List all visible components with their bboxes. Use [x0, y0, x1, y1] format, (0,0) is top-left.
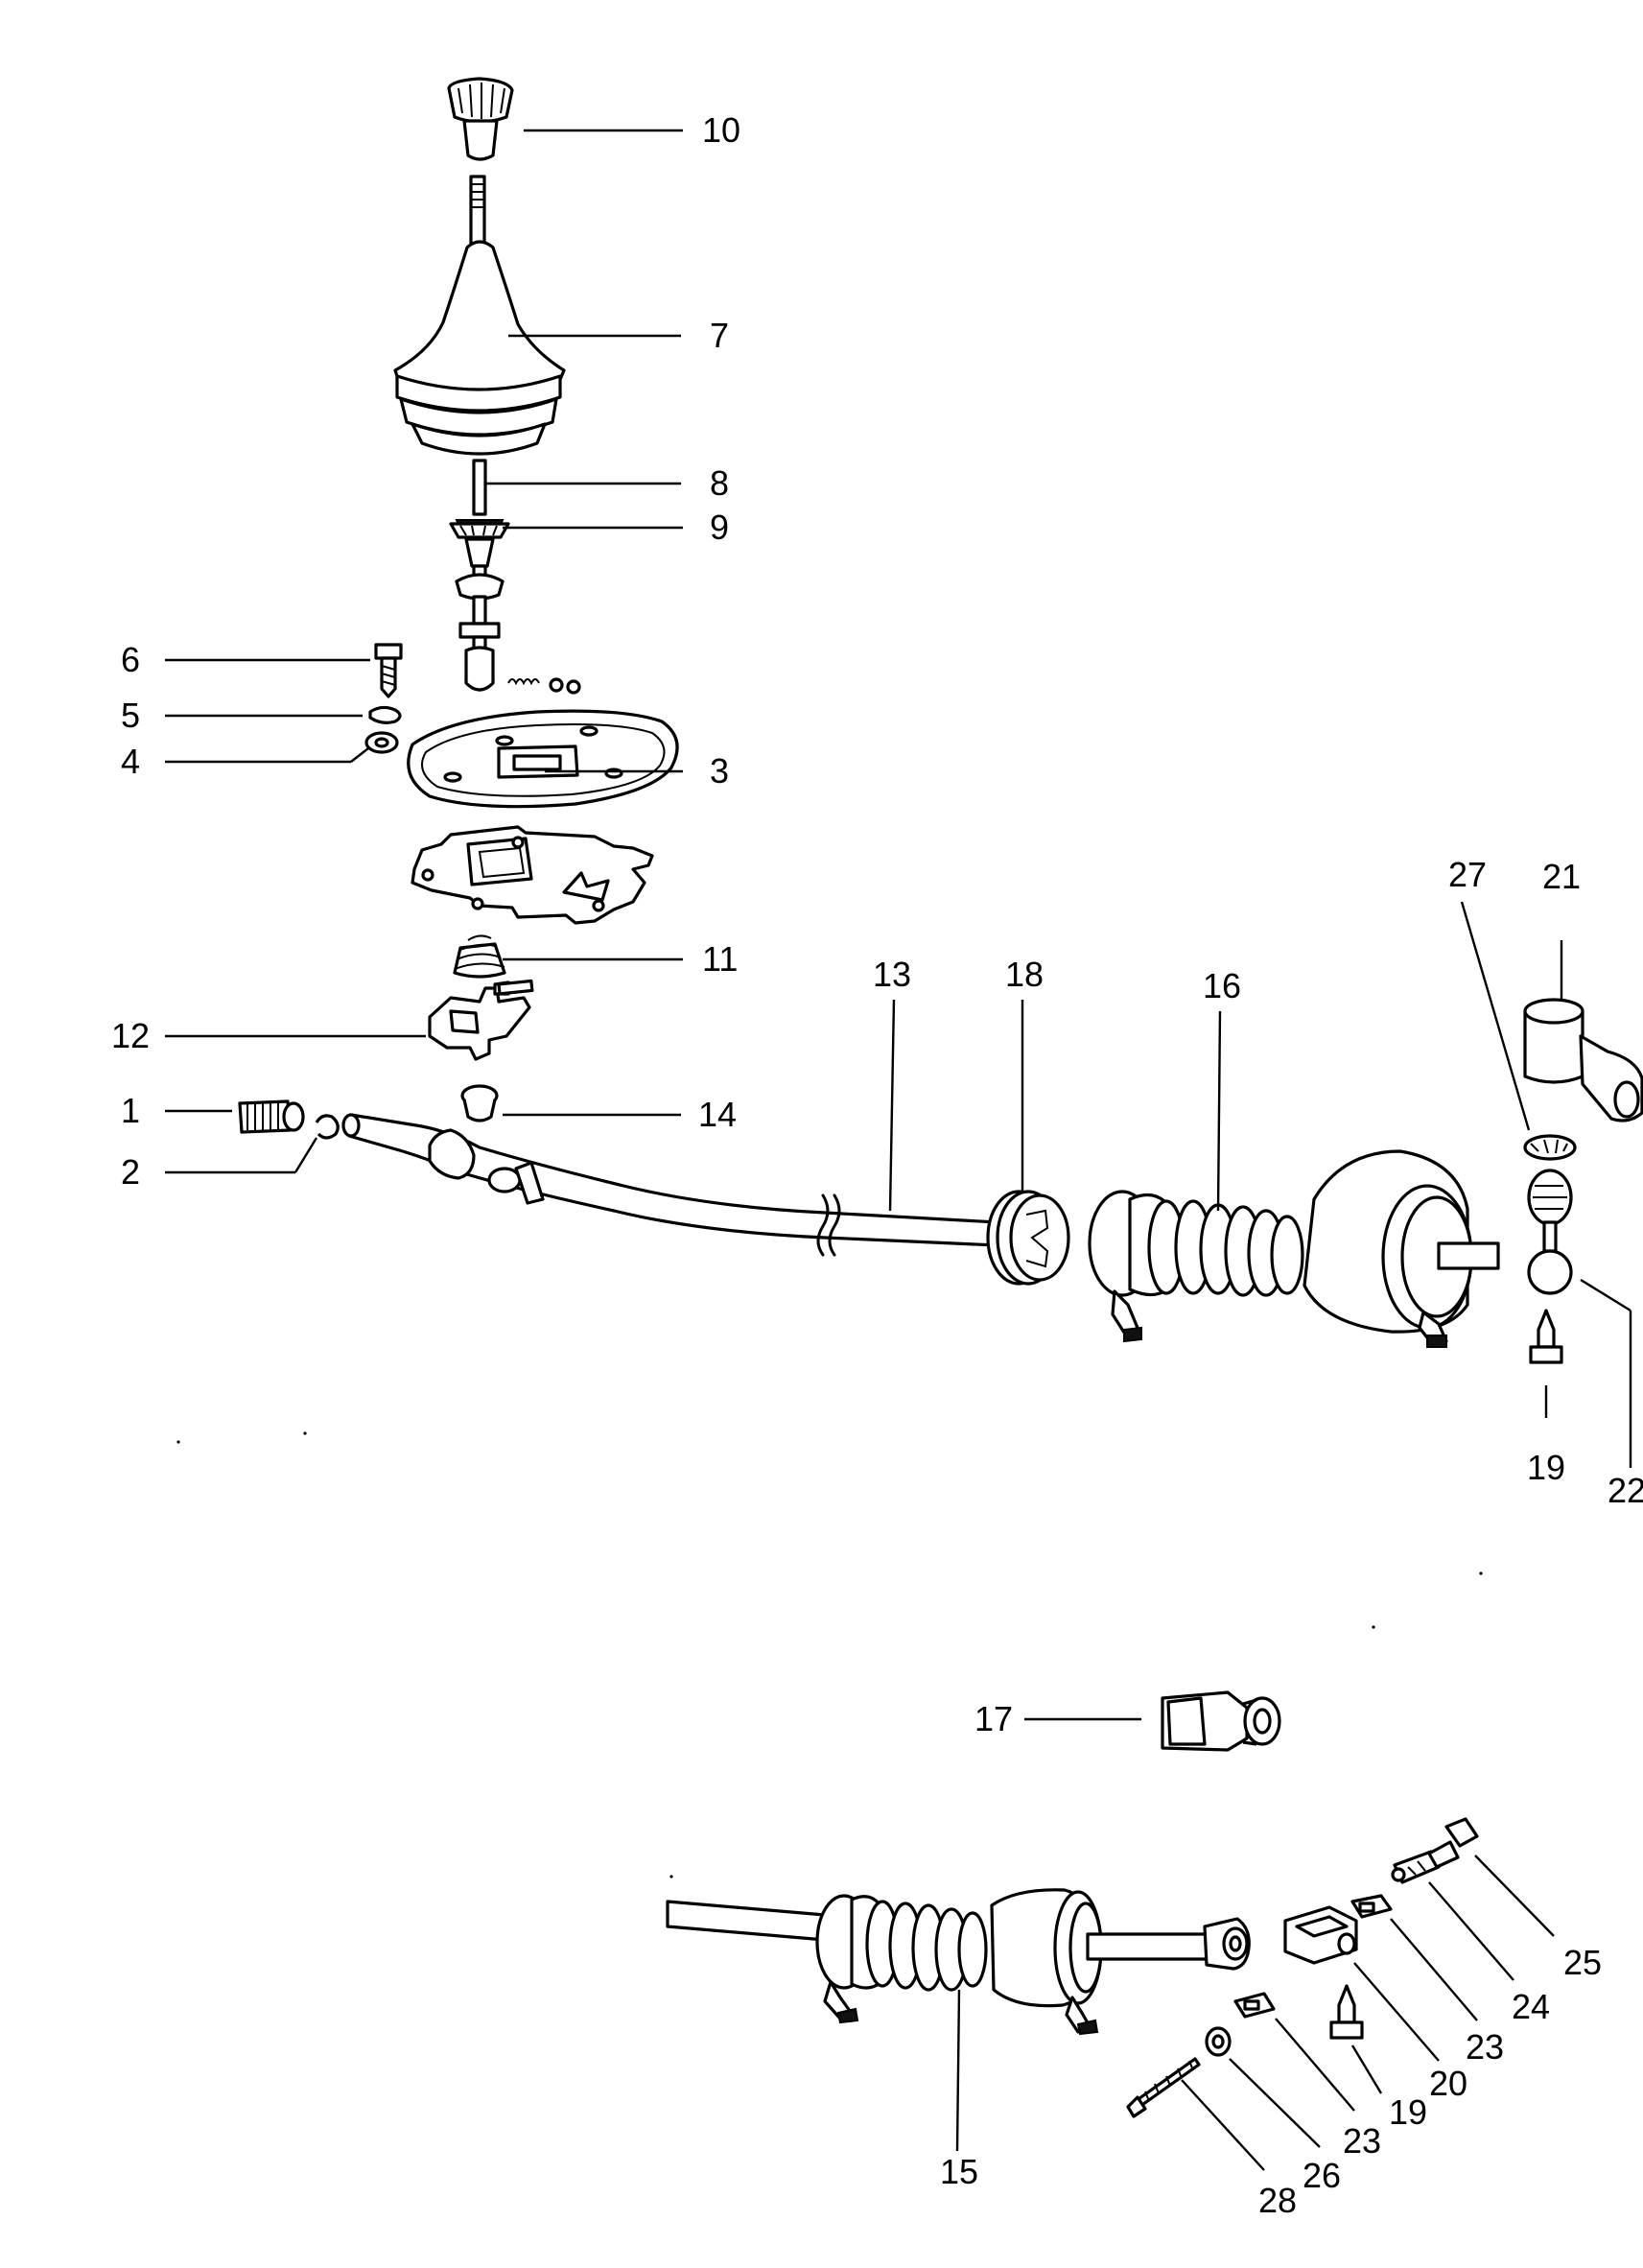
callout-2: 2: [121, 1152, 140, 1192]
part-7-boot: [393, 175, 566, 456]
part-23-pad-upper: [1350, 1894, 1393, 1919]
part-22-ball-joint: [1527, 1169, 1573, 1295]
callout-10: 10: [702, 110, 740, 150]
callout-14: 14: [698, 1095, 737, 1134]
part-17-coupling: [1161, 1690, 1281, 1752]
part-1-spring: [238, 1099, 305, 1134]
part-15-lower-assembly: [666, 1888, 1251, 2036]
callout-7: 7: [710, 316, 729, 355]
part-23-pad-lower: [1233, 1992, 1276, 2019]
callout-5: 5: [121, 696, 140, 735]
callout-27: 27: [1448, 855, 1487, 894]
part-25-bolt: [1427, 1817, 1479, 1869]
callout-16: 16: [1203, 966, 1241, 1005]
callout-18: 18: [1005, 955, 1044, 994]
callout-1: 1: [121, 1091, 140, 1130]
callout-17: 17: [974, 1699, 1013, 1738]
callout-15: 15: [940, 2152, 978, 2191]
callout-21: 21: [1542, 857, 1581, 896]
part-8-9-lever: [449, 459, 581, 695]
part-5-spring-washer: [368, 705, 402, 724]
part-14-bushing: [460, 1084, 499, 1122]
part-19-screw-lower: [1329, 1984, 1364, 2040]
callout-11: 11: [702, 939, 738, 979]
speck: [669, 1875, 673, 1878]
callout-12: 12: [111, 1016, 150, 1055]
part-18-seal-ring: [986, 1190, 1070, 1286]
part-housing-large: [1303, 1149, 1500, 1348]
callout-9: 9: [710, 508, 729, 547]
speck: [176, 1440, 180, 1444]
callout-23-upper: 23: [1466, 2027, 1504, 2067]
part-28-screw: [1126, 2057, 1201, 2118]
part-27-washer: [1523, 1134, 1577, 1161]
callout-8: 8: [710, 463, 729, 503]
callout-25: 25: [1563, 1943, 1602, 1982]
part-20-clamp: [1283, 1905, 1358, 1965]
callout-28: 28: [1258, 2181, 1297, 2220]
callout-labels: 10 7 8 9 6 5 4 3 11 12 1 2 14 13 18 16 2…: [111, 110, 1643, 2220]
callout-23-lower: 23: [1343, 2121, 1381, 2161]
callout-19-lower: 19: [1389, 2092, 1427, 2132]
part-6-bolt: [374, 643, 403, 698]
part-base-plate: [411, 825, 654, 925]
callout-3: 3: [710, 751, 729, 791]
leader-lines: [165, 129, 1632, 2171]
callout-26: 26: [1303, 2156, 1341, 2195]
part-13-shift-rod: [341, 1113, 999, 1257]
part-21-lever-arm: [1523, 998, 1643, 1122]
callout-4: 4: [121, 742, 140, 781]
part-11-spring: [453, 934, 506, 979]
part-2-clip: [315, 1114, 340, 1140]
part-12-bracket: [428, 979, 534, 1061]
callout-13: 13: [873, 955, 911, 994]
callout-24: 24: [1512, 1987, 1550, 2026]
part-3-plate: [407, 709, 679, 809]
callout-6: 6: [121, 640, 140, 679]
part-4-washer: [364, 731, 399, 754]
callout-20: 20: [1429, 2064, 1467, 2103]
callout-19-upper: 19: [1527, 1448, 1565, 1487]
part-16-bellows: [1088, 1190, 1304, 1343]
speck: [1479, 1571, 1483, 1575]
part-19-screw-upper: [1529, 1309, 1563, 1364]
speck: [1372, 1625, 1375, 1629]
speck: [303, 1431, 307, 1435]
callout-22: 22: [1608, 1471, 1643, 1510]
part-26-nut: [1205, 2026, 1232, 2057]
part-10-knob: [447, 77, 514, 161]
